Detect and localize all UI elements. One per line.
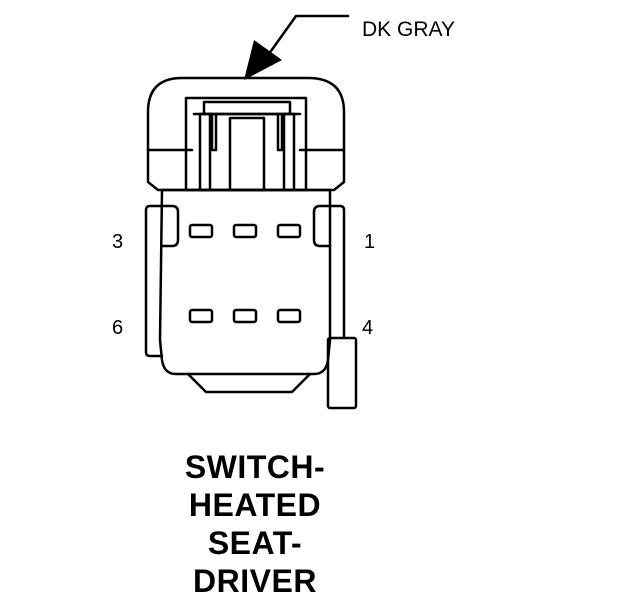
connector-hood <box>146 76 346 192</box>
title-line-2: HEATED <box>188 487 322 523</box>
latch-arm-right <box>282 112 296 192</box>
pin-label-4: 4 <box>362 317 373 339</box>
side-rib-left <box>144 204 164 358</box>
arrow-head-icon <box>244 40 282 80</box>
cavity-top-3 <box>276 223 302 239</box>
lower-latch-tab <box>326 336 358 410</box>
cavity-top-1 <box>188 223 214 239</box>
rib-notch-right <box>312 204 332 248</box>
cavity-bottom-3 <box>276 308 302 324</box>
latch-spring-right <box>276 112 284 152</box>
title-line-4: DRIVER <box>193 563 317 599</box>
rib-notch-left <box>160 204 180 248</box>
bottom-lip <box>186 372 312 394</box>
pin-label-1: 1 <box>364 231 375 253</box>
pin-label-3: 3 <box>112 231 123 253</box>
latch-spring-left <box>210 112 218 152</box>
latch-arm-left <box>198 112 212 192</box>
latch-tab <box>228 116 266 192</box>
side-rib-right <box>328 204 346 340</box>
cavity-bottom-2 <box>232 308 258 324</box>
wire-color-label: DK GRAY <box>362 18 455 41</box>
title-line-3: SEAT- <box>207 525 303 561</box>
title-line-1: SWITCH- <box>184 449 326 485</box>
latch-bar <box>202 100 292 116</box>
cavity-bottom-1 <box>188 308 214 324</box>
pin-label-6: 6 <box>112 317 123 339</box>
connector-body <box>158 188 332 376</box>
cavity-top-2 <box>232 223 258 239</box>
